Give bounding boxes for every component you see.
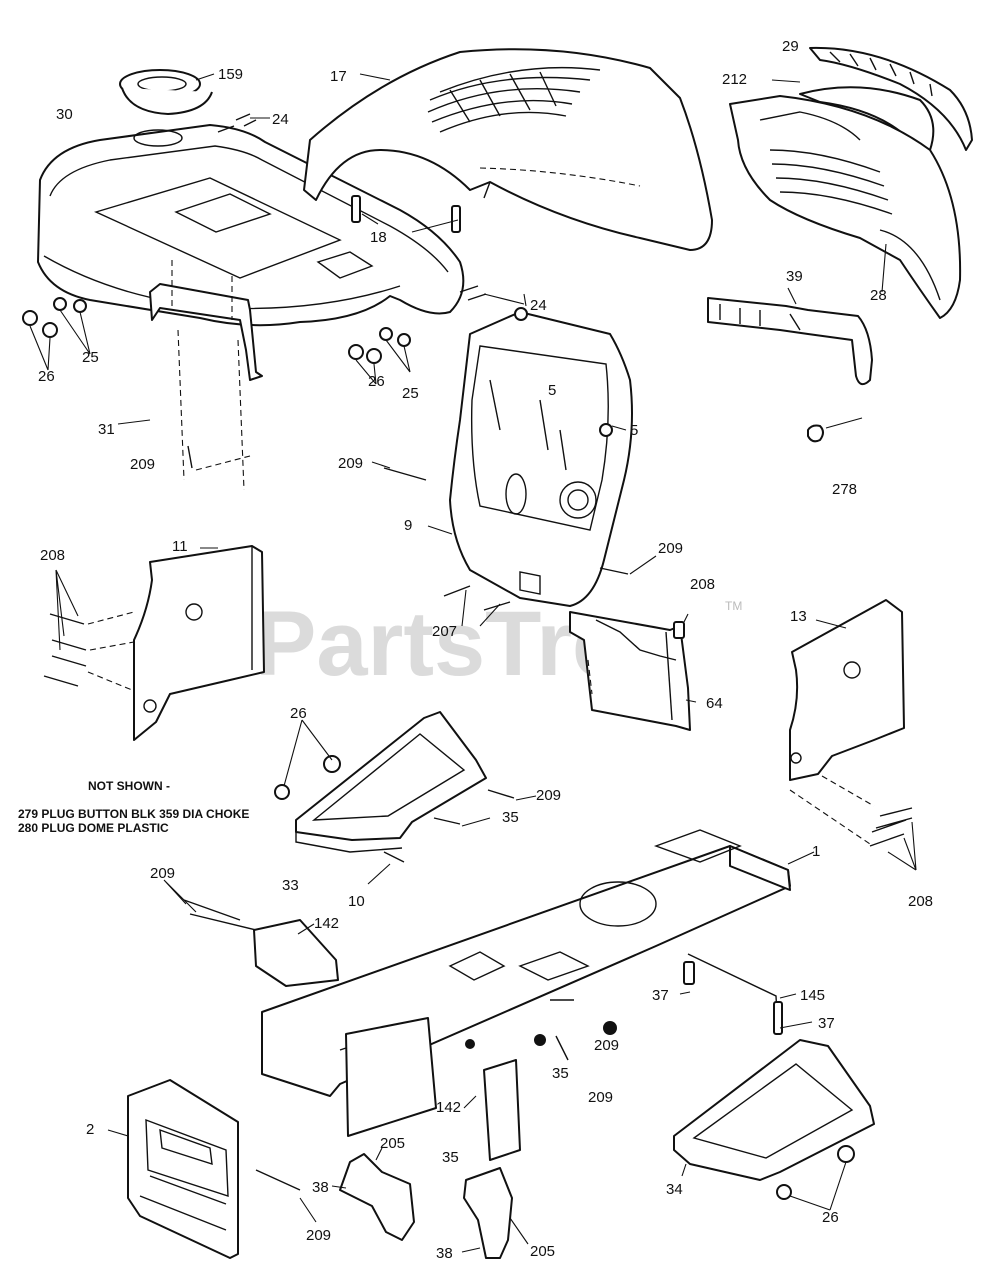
callout-38-bottom: 38 — [436, 1245, 453, 1262]
part-33-step-plate — [274, 711, 537, 885]
part-39-bracket — [707, 287, 873, 443]
callout-30: 30 — [56, 106, 73, 123]
callout-142-bottom: 142 — [436, 1099, 461, 1116]
part-28-grille — [729, 46, 973, 319]
callout-159: 159 — [218, 66, 243, 83]
callout-205-top: 205 — [380, 1135, 405, 1152]
callout-35-frame: 35 — [552, 1065, 569, 1082]
part-159-cup-holder — [119, 69, 215, 115]
part-1-frame — [261, 829, 815, 1097]
callout-31: 31 — [98, 421, 115, 438]
callout-25-mid: 25 — [402, 385, 419, 402]
callout-29: 29 — [782, 38, 799, 55]
callout-17: 17 — [330, 68, 347, 85]
part-34-step-plate — [673, 1039, 875, 1211]
callout-9: 9 — [404, 517, 412, 534]
note-line-279: 279 PLUG BUTTON BLK 359 DIA CHOKE — [18, 807, 249, 821]
callout-35-step: 35 — [502, 809, 519, 826]
part-31-bracket — [117, 260, 263, 491]
callout-209-frame: 209 — [594, 1037, 619, 1054]
callout-28: 28 — [870, 287, 887, 304]
callout-18: 18 — [370, 229, 387, 246]
callout-37-bottom: 37 — [818, 1015, 835, 1032]
callout-209-front: 209 — [150, 865, 175, 882]
callout-209-bracket: 209 — [588, 1089, 613, 1106]
callout-39: 39 — [786, 268, 803, 285]
part-2-front-plate — [107, 1079, 317, 1259]
callout-25-left: 25 — [82, 349, 99, 366]
callout-205-bottom: 205 — [530, 1243, 555, 1260]
callout-1: 1 — [812, 843, 820, 860]
watermark-tm: TM — [725, 599, 742, 613]
part-145-link — [679, 953, 813, 1035]
callout-26-mid: 26 — [368, 373, 385, 390]
callout-208-right: 208 — [908, 893, 933, 910]
part-38-bracket — [331, 1147, 529, 1259]
part-30-fender — [37, 124, 465, 327]
not-shown-note: NOT SHOWN - 279 PLUG BUTTON BLK 359 DIA … — [18, 779, 249, 835]
callout-13: 13 — [790, 608, 807, 625]
callout-207: 207 — [432, 623, 457, 640]
callout-5-top: 5 — [548, 382, 556, 399]
callout-208-mid: 208 — [690, 576, 715, 593]
callout-38-left: 38 — [312, 1179, 329, 1196]
callout-26-bottom: 26 — [822, 1209, 839, 1226]
callout-209-bottom: 209 — [306, 1227, 331, 1244]
callout-10: 10 — [348, 893, 365, 910]
callout-26-left: 26 — [38, 368, 55, 385]
callout-24-top: 24 — [272, 111, 289, 128]
callout-33: 33 — [282, 877, 299, 894]
part-64-bracket — [569, 611, 697, 731]
note-title: NOT SHOWN - — [88, 779, 170, 793]
callout-209-dash-right: 209 — [658, 540, 683, 557]
callout-64: 64 — [706, 695, 723, 712]
fender-hardware — [22, 113, 525, 385]
callout-208-left: 208 — [40, 547, 65, 564]
part-142-mounts — [163, 879, 574, 1161]
callout-11: 11 — [172, 538, 188, 555]
callout-labels: 159 17 29 212 30 24 18 24 28 26 25 26 25… — [38, 38, 933, 1262]
callout-209-step: 209 — [536, 787, 561, 804]
callout-5-right: 5 — [630, 422, 638, 439]
note-line-280: 280 PLUG DOME PLASTIC — [18, 821, 169, 835]
callout-212: 212 — [722, 71, 747, 88]
part-11-side-panel — [43, 545, 265, 741]
callout-34: 34 — [666, 1181, 683, 1198]
callout-209-left: 209 — [130, 456, 155, 473]
callout-24-right: 24 — [530, 297, 547, 314]
callout-278: 278 — [832, 481, 857, 498]
callout-209-dash: 209 — [338, 455, 363, 472]
callout-142-top: 142 — [314, 915, 339, 932]
part-13-side-panel — [789, 599, 917, 871]
callout-2: 2 — [86, 1121, 94, 1138]
part-9-dash-panel — [371, 293, 657, 627]
callout-35-bottom: 35 — [442, 1149, 459, 1166]
callout-145: 145 — [800, 987, 825, 1004]
part-17-hood — [303, 48, 713, 251]
callout-26-step: 26 — [290, 705, 307, 722]
callout-37-top: 37 — [652, 987, 669, 1004]
